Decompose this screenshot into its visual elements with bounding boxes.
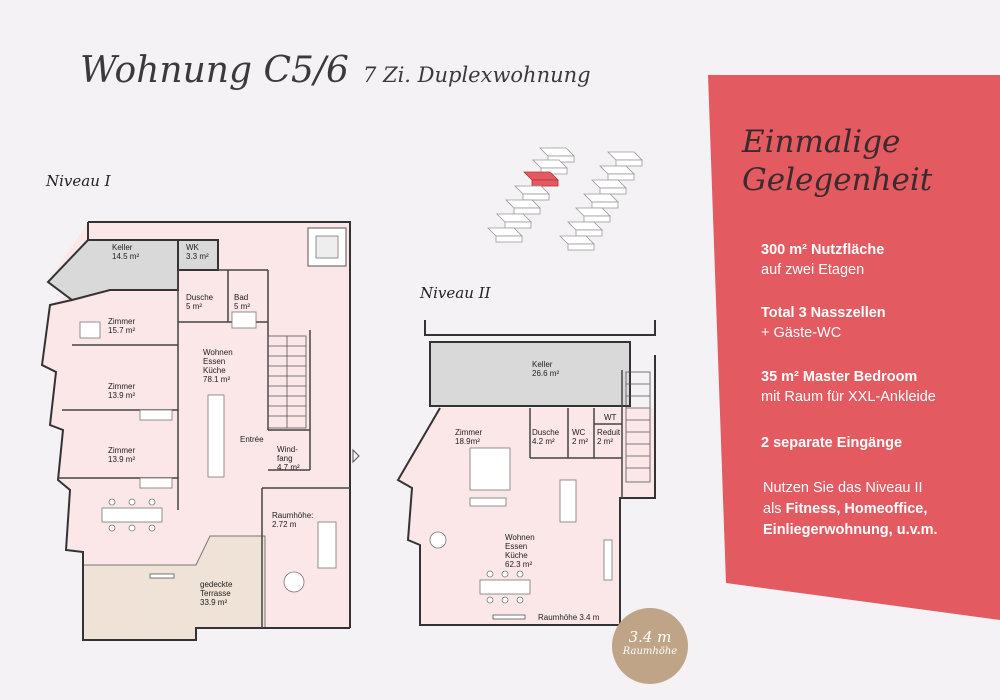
room-label-line: Essen [203,357,225,366]
room-label: Keller [112,243,133,252]
feature-item: 35 m² Master Bedroom mit Raum für XXL-An… [761,367,936,407]
floor-plans: Keller 14.5 m² WK 3.3 m² Dusche 5 m² Bad… [40,147,656,641]
room-area: 14.5 m² [112,252,139,261]
panel-heading: Einmalige Gelegenheit [742,123,932,199]
room-label: WC [572,428,586,437]
feature-item: 2 separate Eingänge [761,433,902,453]
room-label-line: Essen [505,542,527,551]
badge-label: Raumhöhe [622,646,678,657]
room-area: 2.72 m [272,520,297,529]
room-label: Dusche [532,428,560,437]
feature-item: Total 3 Nasszellen + Gäste-WC [761,303,886,343]
room-label: Keller [532,360,553,369]
building-key [487,147,643,251]
info-panel: Einmalige Gelegenheit 300 m² Nutzfläche … [708,75,1000,620]
page-title: Wohnung C5/6 7 Zi. Duplexwohnung [80,50,591,91]
room-label: gedeckte [200,580,233,589]
room-area: 4.2 m² [532,437,555,446]
feature-text: + Gäste-WC [761,325,842,341]
level-2-room-labels: Keller 26.6 m² Zimmer 18.9m² Dusche 4.2 … [455,360,621,622]
feature-title: 35 m² Master Bedroom [761,369,918,385]
room-area: 3.3 m² [186,252,209,261]
panel-heading-line1: Einmalige [742,124,901,160]
room-label: Bad [234,293,248,302]
building-key-left-stack [487,147,575,243]
badge-value: 3.4 m [628,628,672,646]
feature-text: mit Raum für XXL-Ankleide [761,389,936,405]
feature-title: 2 separate Eingänge [761,435,903,451]
level-1-plan: Keller 14.5 m² WK 3.3 m² Dusche 5 m² Bad… [40,221,360,641]
room-area: 15.7 m² [108,326,135,335]
panel-note: Nutzen Sie das Niveau II als Fitness, Ho… [763,478,938,541]
level-2-label: Niveau II [420,284,491,302]
panel-note-prefix: als [763,501,786,517]
info-panel-background [708,75,1000,620]
room-label: WT [604,413,617,422]
level-2-stairs [625,371,651,483]
room-label: WK [186,243,200,252]
apartment-subtitle: 7 Zi. Duplexwohnung [362,63,591,87]
ceiling-height-label: Raumhöhe 3.4 m [538,613,600,622]
room-area: 5 m² [186,302,202,311]
panel-heading-line2: Gelegenheit [742,162,933,198]
room-label-line: Küche [203,366,226,375]
room-area: 13.9 m² [108,455,135,464]
level-1-label: Niveau I [46,172,111,190]
entrance-arrow-icon [352,448,360,464]
room-area: 26.6 m² [532,369,559,378]
room-label: Wind- [277,445,298,454]
room-label: Zimmer [108,446,135,455]
room-area: 78.1 m² [203,375,230,384]
room-label-line: Küche [505,551,528,560]
room-label-line: fang [277,454,293,463]
panel-note-bold1: Fitness, Homeoffice, [785,501,928,517]
level-1-wk [177,239,219,271]
room-area: 4.7 m² [277,463,300,472]
room-area: 2 m² [572,437,588,446]
building-key-right-stack [559,151,643,251]
room-label: Zimmer [108,317,135,326]
room-label: Zimmer [108,382,135,391]
room-area: 13.9 m² [108,391,135,400]
room-label: Zimmer [455,428,482,437]
feature-text: auf zwei Etagen [761,262,865,278]
level-2-cellar [429,341,631,407]
feature-title: 300 m² Nutzfläche [761,242,885,258]
feature-title: Total 3 Nasszellen [761,305,886,321]
room-area: 62.3 m² [505,560,532,569]
room-area: 33.9 m² [200,598,227,607]
room-area: 18.9m² [455,437,480,446]
room-label: Dusche [186,293,214,302]
level-1-stairs [267,335,307,429]
room-area: 5 m² [234,302,250,311]
room-label-line: Terrasse [200,589,231,598]
apartment-title: Wohnung C5/6 [80,50,349,91]
room-label: Reduit [597,428,621,437]
level-2-plan: Keller 26.6 m² Zimmer 18.9m² Dusche 4.2 … [396,320,656,626]
room-label: Entrée [240,435,264,444]
room-area: 2 m² [597,437,613,446]
panel-note-line1: Nutzen Sie das Niveau II [763,480,923,496]
ceiling-height-badge: 3.4 m Raumhöhe [612,608,688,684]
room-label: Wohnen [505,533,535,542]
feature-item: 300 m² Nutzfläche auf zwei Etagen [761,240,884,280]
room-label: Wohnen [203,348,233,357]
level-1-room-labels: Keller 14.5 m² WK 3.3 m² Dusche 5 m² Bad… [108,243,313,607]
panel-note-bold2: Einliegerwohnung, u.v.m. [763,522,938,538]
room-label: Raumhöhe: [272,511,313,520]
